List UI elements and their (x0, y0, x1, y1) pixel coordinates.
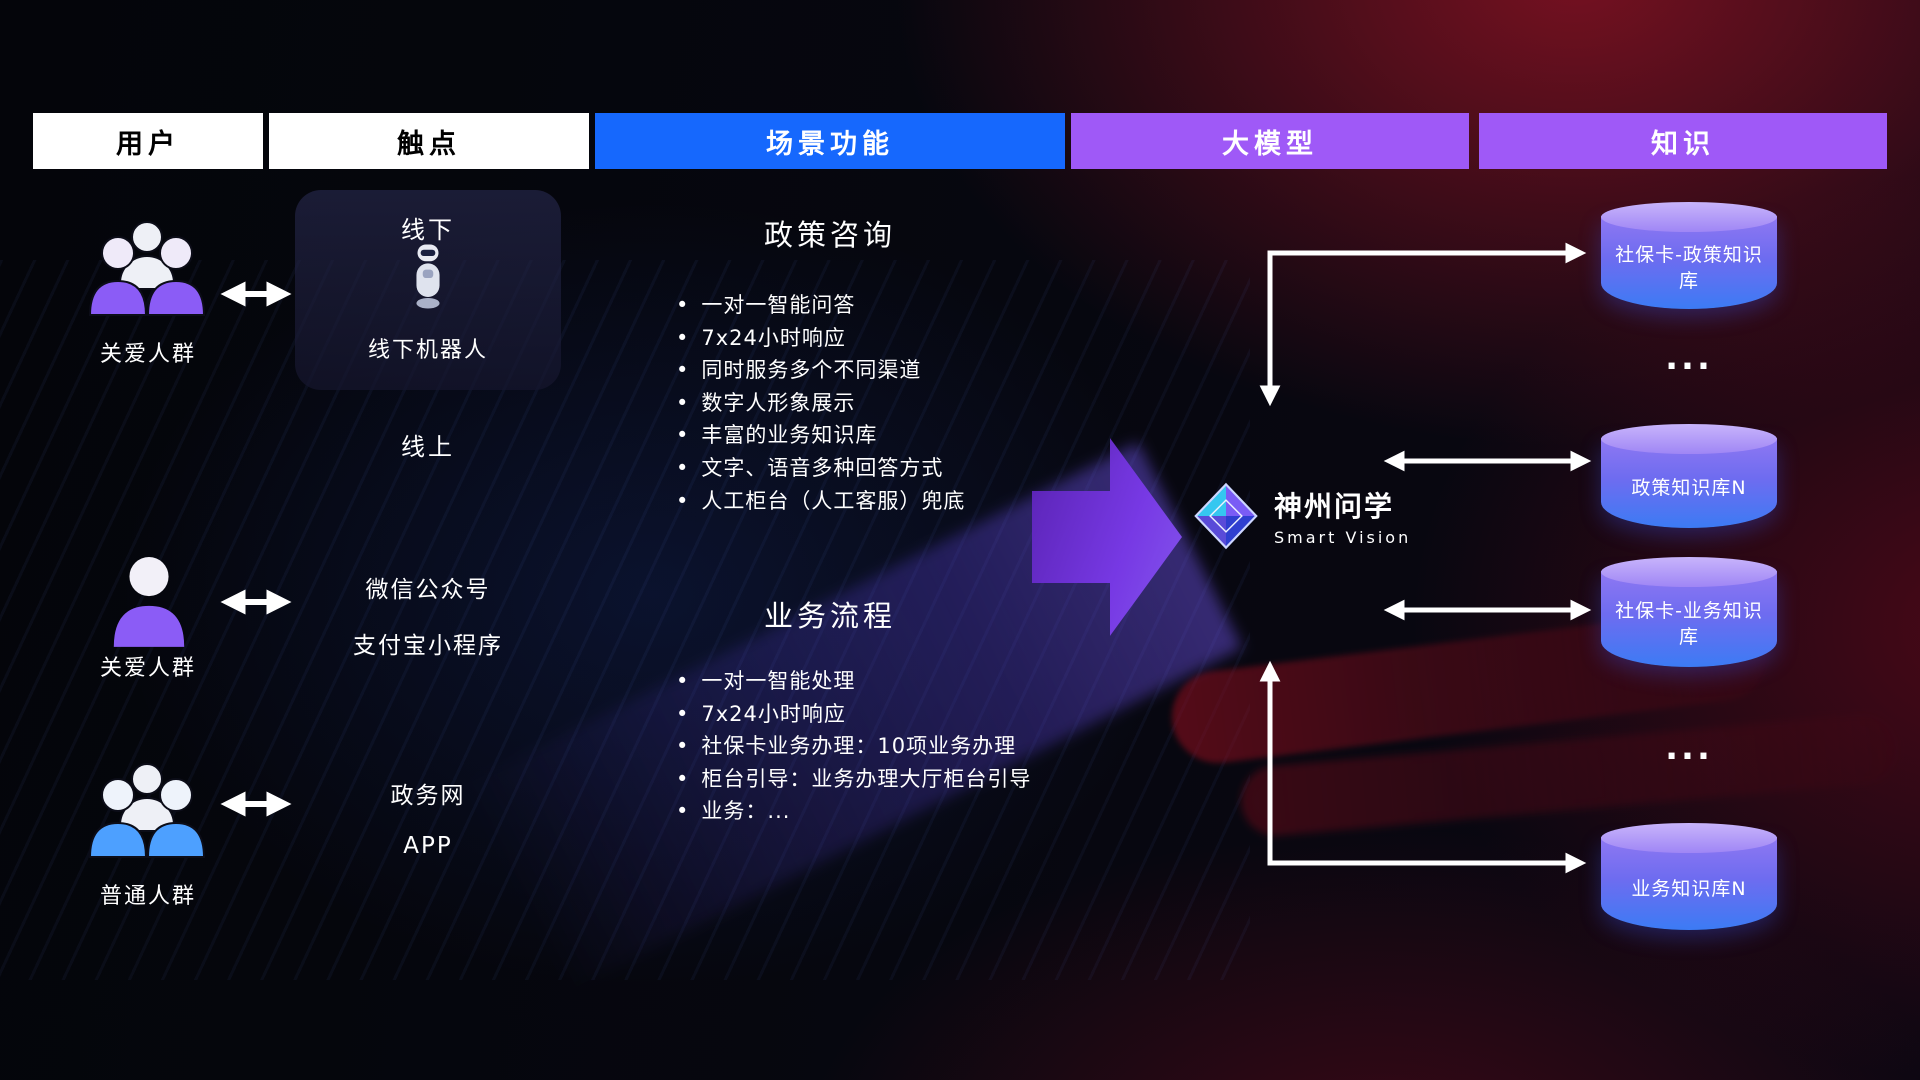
header-scene-functions: 场景功能 (595, 113, 1065, 169)
knowledge-db-social-business: 社保卡-业务知识库 (1601, 557, 1777, 667)
online-title: 线上 (401, 433, 455, 461)
brand-subtitle: Smart Vision (1274, 528, 1412, 547)
feature-item: 柜台引导：业务办理大厅柜台引导 (676, 763, 1106, 796)
scene-title-policy: 政策咨询 (763, 218, 896, 252)
feature-item: 业务：... (676, 795, 1106, 828)
connector-model-to-db1 (1259, 242, 1587, 407)
offline-robot-label: 线下机器人 (367, 338, 488, 363)
user-label-care-group: 关爱人群 (99, 342, 196, 367)
knowledge-db-policy-n: 政策知识库N (1601, 424, 1777, 528)
people-group-purple-icon (88, 221, 206, 316)
feature-item: 7x24小时响应 (676, 698, 1106, 731)
feature-item: 数字人形象展示 (676, 387, 1106, 420)
people-group-blue-icon (88, 763, 206, 858)
user-label-general-group: 普通人群 (99, 884, 196, 909)
feature-item: 同时服务多个不同渠道 (676, 354, 1106, 387)
background-swoosh (1238, 711, 1902, 839)
offline-touchpoint-card: 线下 线下机器人 (295, 190, 561, 390)
knowledge-db-label: 社保卡-业务知识库 (1615, 600, 1763, 648)
offline-title: 线下 (401, 216, 455, 244)
cylinder-top (1601, 557, 1777, 587)
user-group-icon (82, 756, 212, 870)
feature-item: 人工柜台（人工客服）兜底 (676, 485, 1106, 518)
ellipsis: ... (1665, 338, 1713, 378)
connector-model-to-db4 (1259, 660, 1587, 874)
knowledge-db-label: 社保卡-政策知识库 (1615, 243, 1763, 292)
feature-item: 一对一智能处理 (676, 665, 1106, 698)
knowledge-db-social-policy: 社保卡-政策知识库 (1601, 202, 1777, 309)
channel-alipay: 支付宝小程序 (353, 633, 503, 659)
knowledge-db-label: 业务知识库N (1631, 877, 1747, 900)
scene-title-business: 业务流程 (763, 599, 896, 633)
user-group-icon (82, 216, 212, 326)
header-large-model: 大模型 (1071, 113, 1469, 169)
channel-app: APP (403, 833, 453, 859)
channel-wechat: 微信公众号 (365, 577, 491, 603)
header-users: 用户 (33, 113, 263, 169)
policy-feature-list: 一对一智能问答 7x24小时响应 同时服务多个不同渠道 数字人形象展示 丰富的业… (676, 289, 1106, 517)
logo-diamond-icon (1194, 482, 1258, 550)
brand-logo: 神州问学 Smart Vision (1190, 480, 1411, 552)
knowledge-db-business-n: 业务知识库N (1601, 823, 1777, 930)
feature-item: 文字、语音多种回答方式 (676, 452, 1106, 485)
feature-item: 社保卡业务办理：10项业务办理 (676, 730, 1106, 763)
feature-item: 丰富的业务知识库 (676, 419, 1106, 452)
cylinder-top (1601, 424, 1777, 454)
robot-icon (295, 242, 561, 312)
knowledge-db-label: 政策知识库N (1631, 477, 1747, 500)
user-label-care-single: 关爱人群 (99, 656, 196, 681)
feature-item: 一对一智能问答 (676, 289, 1106, 322)
logo-text: 神州问学 Smart Vision (1274, 485, 1411, 547)
channel-gov-web: 政务网 (390, 783, 466, 809)
cylinder-body (1601, 571, 1777, 667)
brand-name: 神州问学 (1274, 490, 1395, 523)
ellipsis: ... (1665, 728, 1713, 768)
cylinder-top (1601, 823, 1777, 853)
robot-figure-icon (416, 244, 440, 309)
business-feature-list: 一对一智能处理 7x24小时响应 社保卡业务办理：10项业务办理 柜台引导：业务… (676, 665, 1106, 828)
cylinder-top (1601, 202, 1777, 232)
feature-item: 7x24小时响应 (676, 322, 1106, 355)
header-knowledge: 知识 (1479, 113, 1887, 169)
person-purple-icon (113, 556, 185, 647)
user-person-icon (105, 551, 193, 653)
header-touchpoints: 触点 (269, 113, 589, 169)
